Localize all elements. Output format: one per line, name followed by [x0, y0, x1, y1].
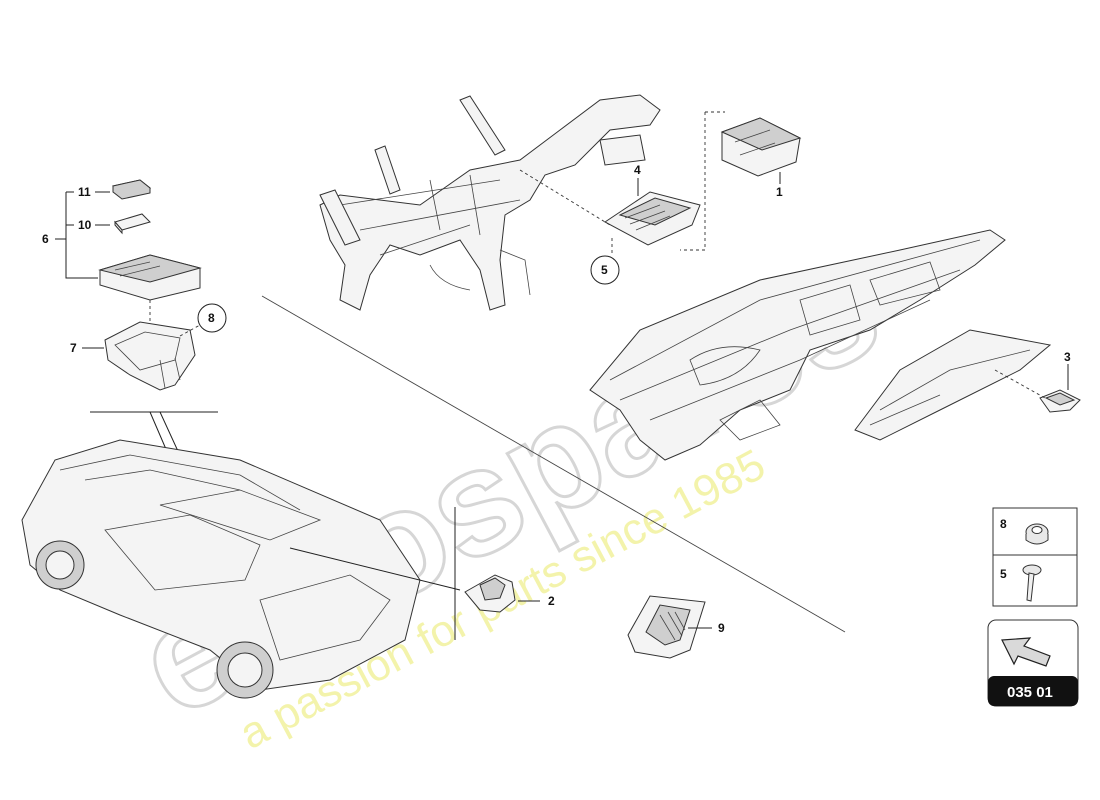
page-code-box: 035 01: [987, 619, 1079, 707]
part-4-module[interactable]: 4: [604, 163, 701, 246]
part-6-control-unit[interactable]: 6: [42, 191, 202, 301]
callout-3: 3: [1064, 350, 1071, 364]
part-9-switch-panel[interactable]: 9: [627, 595, 725, 659]
callout-8-circle: 8: [197, 303, 227, 333]
divider-line: [261, 295, 846, 633]
glovebox-trim: [854, 329, 1052, 441]
callout-4: 4: [634, 163, 641, 177]
legend-row-number-8: 8: [1000, 517, 1007, 531]
part-1-module[interactable]: 1: [720, 117, 802, 199]
callout-5-text: 5: [601, 263, 608, 277]
bolt-icon: [1022, 564, 1042, 602]
callout-2: 2: [548, 594, 555, 608]
dashed-guide-4: [519, 169, 613, 255]
callout-8-text: 8: [208, 311, 215, 325]
callout-9: 9: [718, 621, 725, 635]
callout-11: 11: [78, 185, 91, 199]
callout-7: 7: [70, 341, 77, 355]
vehicle-outline: [21, 411, 461, 699]
page-code: 035 01: [1007, 684, 1053, 701]
callout-1: 1: [776, 185, 783, 199]
bracket-6: [65, 191, 98, 279]
part-7-bracket[interactable]: 7: [70, 321, 196, 391]
callout-10: 10: [78, 218, 92, 232]
dashboard-assembly: [589, 229, 1006, 461]
dashed-guide-8: [179, 324, 201, 337]
arrow-icon: [1001, 637, 1051, 667]
part-2-antenna[interactable]: 2: [464, 574, 555, 613]
part-3-sensor[interactable]: 3: [1039, 350, 1081, 413]
cross-car-beam: [319, 94, 661, 311]
nut-icon: [1025, 523, 1049, 545]
part-11[interactable]: 11: [78, 179, 152, 200]
callout-6: 6: [42, 232, 49, 246]
dashed-guide-1: [680, 112, 706, 251]
callout-5-circle: 5: [590, 255, 620, 285]
legend-row-number-5: 5: [1000, 567, 1007, 581]
part-10[interactable]: 10: [78, 213, 151, 235]
fastener-legend: 8 5: [992, 507, 1078, 607]
dashed-guide-3: [994, 369, 1046, 399]
